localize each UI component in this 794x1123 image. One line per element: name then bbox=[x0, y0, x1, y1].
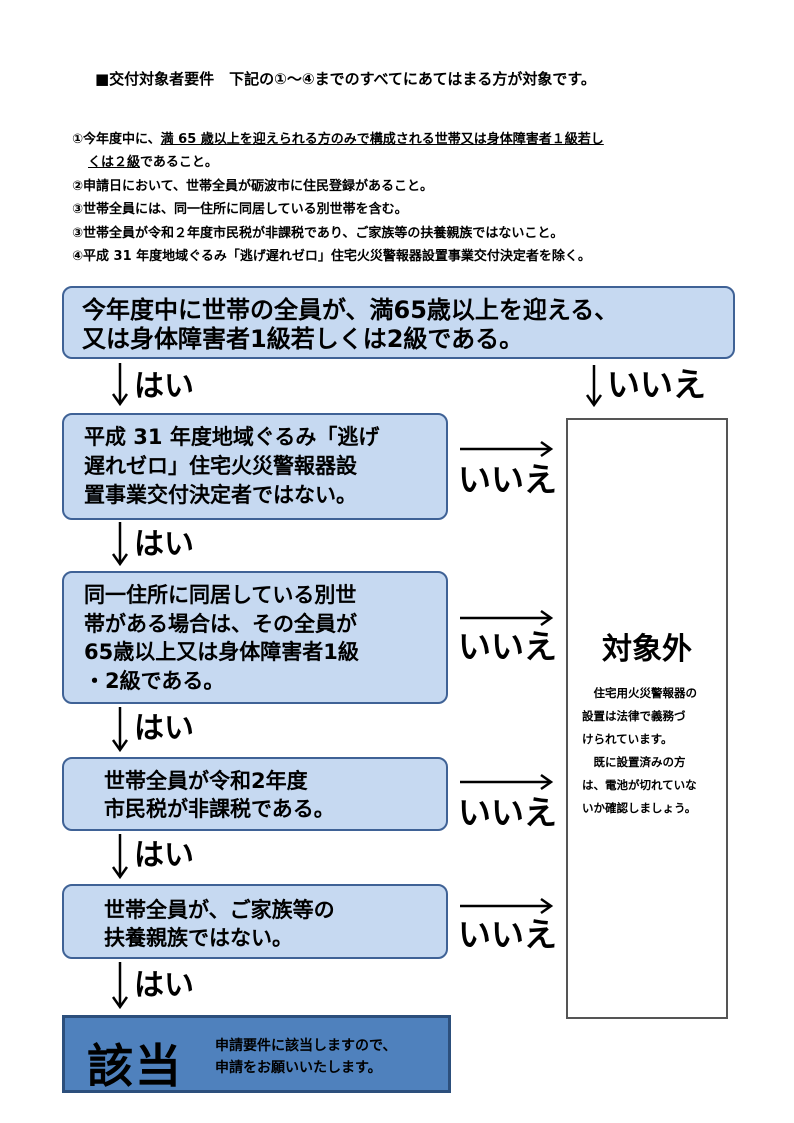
down-arrow-icon bbox=[111, 522, 129, 567]
right-arrow-icon bbox=[460, 773, 554, 791]
condition-2: ②申請日において、世帯全員が砺波市に住民登録があること。 bbox=[72, 178, 433, 194]
condition-4: ④平成 31 年度地域ぐるみ「逃げ遅れゼロ」住宅火災警報器設置事業交付決定者を除… bbox=[72, 249, 591, 265]
question-3-box: 同一住所に同居している別世 帯がある場合は、その全員が 65歳以上又は身体障害者… bbox=[62, 571, 448, 704]
down-arrow-icon bbox=[111, 363, 129, 407]
right-arrow-icon bbox=[460, 609, 554, 627]
question-1-text: 今年度中に世帯の全員が、満65歳以上を迎える、 又は身体障害者1級若しくは2級で… bbox=[82, 296, 619, 353]
down-arrow-icon bbox=[111, 834, 129, 880]
question-5-box: 世帯全員が、ご家族等の 扶養親族ではない。 bbox=[62, 884, 448, 959]
question-1-box: 今年度中に世帯の全員が、満65歳以上を迎える、 又は身体障害者1級若しくは2級で… bbox=[62, 286, 735, 359]
condition-3b: ③世帯全員が令和２年度市民税が非課税であり、ご家族等の扶養親族ではないこと。 bbox=[72, 225, 564, 241]
yes-label: はい bbox=[134, 369, 194, 404]
header-title: ■交付対象者要件 下記の①～④までのすべてにあてはまる方が対象です。 bbox=[95, 70, 596, 88]
condition-1: ①今年度中に、満 65 歳以上を迎えられる方のみで構成される世帯又は身体障害者１… bbox=[72, 132, 604, 147]
no-label: いいえ bbox=[458, 627, 557, 666]
not-eligible-note: 住宅用火災警報器の 設置は法律で義務づ けられています。 既に設置済みの方 は、… bbox=[582, 686, 697, 815]
right-arrow-icon bbox=[460, 440, 554, 458]
question-3-text: 同一住所に同居している別世 帯がある場合は、その全員が 65歳以上又は身体障害者… bbox=[84, 583, 359, 693]
yes-label: はい bbox=[134, 711, 194, 746]
question-2-box: 平成 31 年度地域ぐるみ「逃げ 遅れゼロ」住宅火災警報器設 置事業交付決定者で… bbox=[62, 413, 448, 520]
down-arrow-icon bbox=[111, 962, 129, 1010]
yes-label: はい bbox=[134, 527, 194, 562]
no-label: いいえ bbox=[607, 365, 706, 404]
down-arrow-icon bbox=[111, 707, 129, 753]
not-eligible-title: 対象外 bbox=[602, 632, 692, 667]
down-arrow-icon bbox=[585, 365, 603, 408]
conditions-list: ①今年度中に、満 65 歳以上を迎えられる方のみで構成される世帯又は身体障害者１… bbox=[72, 128, 732, 268]
eligible-message: 申請要件に該当しますので、 申請をお願いいたします。 bbox=[215, 1038, 397, 1076]
question-4-text: 世帯全員が令和2年度 市民税が非課税である。 bbox=[104, 769, 335, 821]
yes-label: はい bbox=[134, 838, 194, 873]
yes-label: はい bbox=[134, 968, 194, 1003]
question-5-text: 世帯全員が、ご家族等の 扶養親族ではない。 bbox=[104, 898, 335, 950]
no-label: いいえ bbox=[458, 460, 557, 499]
question-2-text: 平成 31 年度地域ぐるみ「逃げ 遅れゼロ」住宅火災警報器設 置事業交付決定者で… bbox=[84, 425, 380, 507]
condition-1-cont: くは２級であること。 bbox=[88, 155, 218, 171]
question-4-box: 世帯全員が令和2年度 市民税が非課税である。 bbox=[62, 757, 448, 831]
no-label: いいえ bbox=[458, 915, 557, 954]
right-arrow-icon bbox=[460, 897, 554, 915]
eligible-box: 該当 申請要件に該当しますので、 申請をお願いいたします。 bbox=[62, 1015, 451, 1093]
no-label: いいえ bbox=[458, 793, 557, 832]
not-eligible-box: 対象外 住宅用火災警報器の 設置は法律で義務づ けられています。 既に設置済みの… bbox=[566, 418, 728, 1019]
condition-3a: ③世帯全員には、同一住所に同居している別世帯を含む。 bbox=[72, 202, 408, 218]
eligible-title: 該当 bbox=[87, 1039, 183, 1093]
